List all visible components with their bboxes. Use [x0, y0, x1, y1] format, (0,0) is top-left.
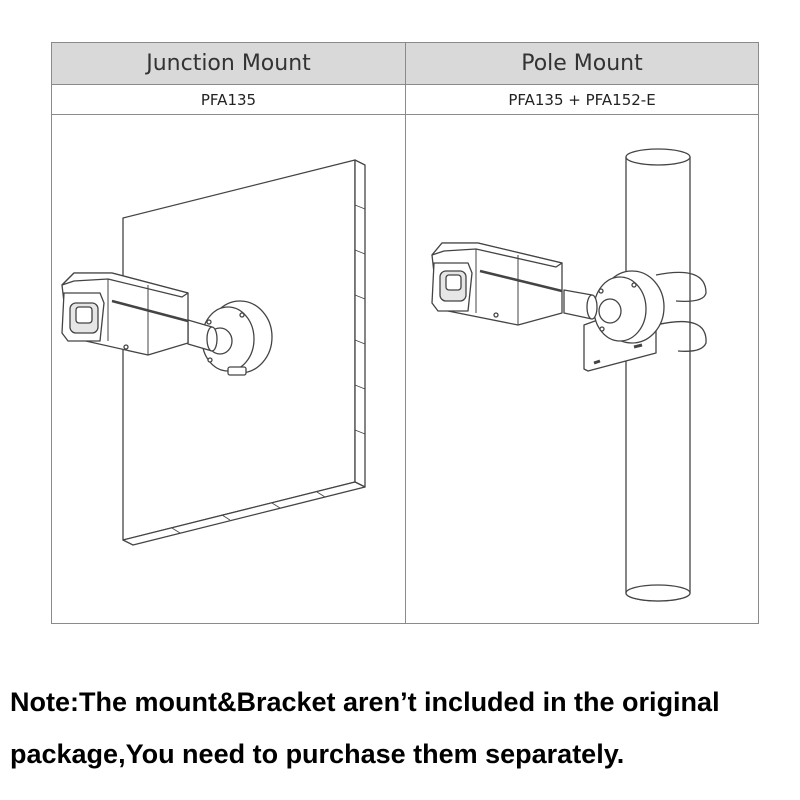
junction-mount-part: PFA135: [52, 85, 405, 115]
column-divider: [405, 43, 406, 623]
mount-comparison-table: Junction Mount Pole Mount PFA135 PFA135 …: [51, 42, 759, 624]
junction-mount-header: Junction Mount: [52, 43, 405, 85]
pole: [625, 157, 691, 602]
note-line-1: Note:The mount&Bracket aren’t included i…: [10, 687, 720, 717]
purchase-note: Note:The mount&Bracket aren’t included i…: [10, 676, 795, 780]
pole-mount-header: Pole Mount: [406, 43, 758, 85]
junction-mount-illustration: [61, 159, 366, 546]
pole-mount-part: PFA135 + PFA152-E: [406, 85, 758, 115]
pole-mount-illustration: [431, 148, 707, 602]
note-line-2: package,You need to purchase them separa…: [10, 739, 625, 769]
